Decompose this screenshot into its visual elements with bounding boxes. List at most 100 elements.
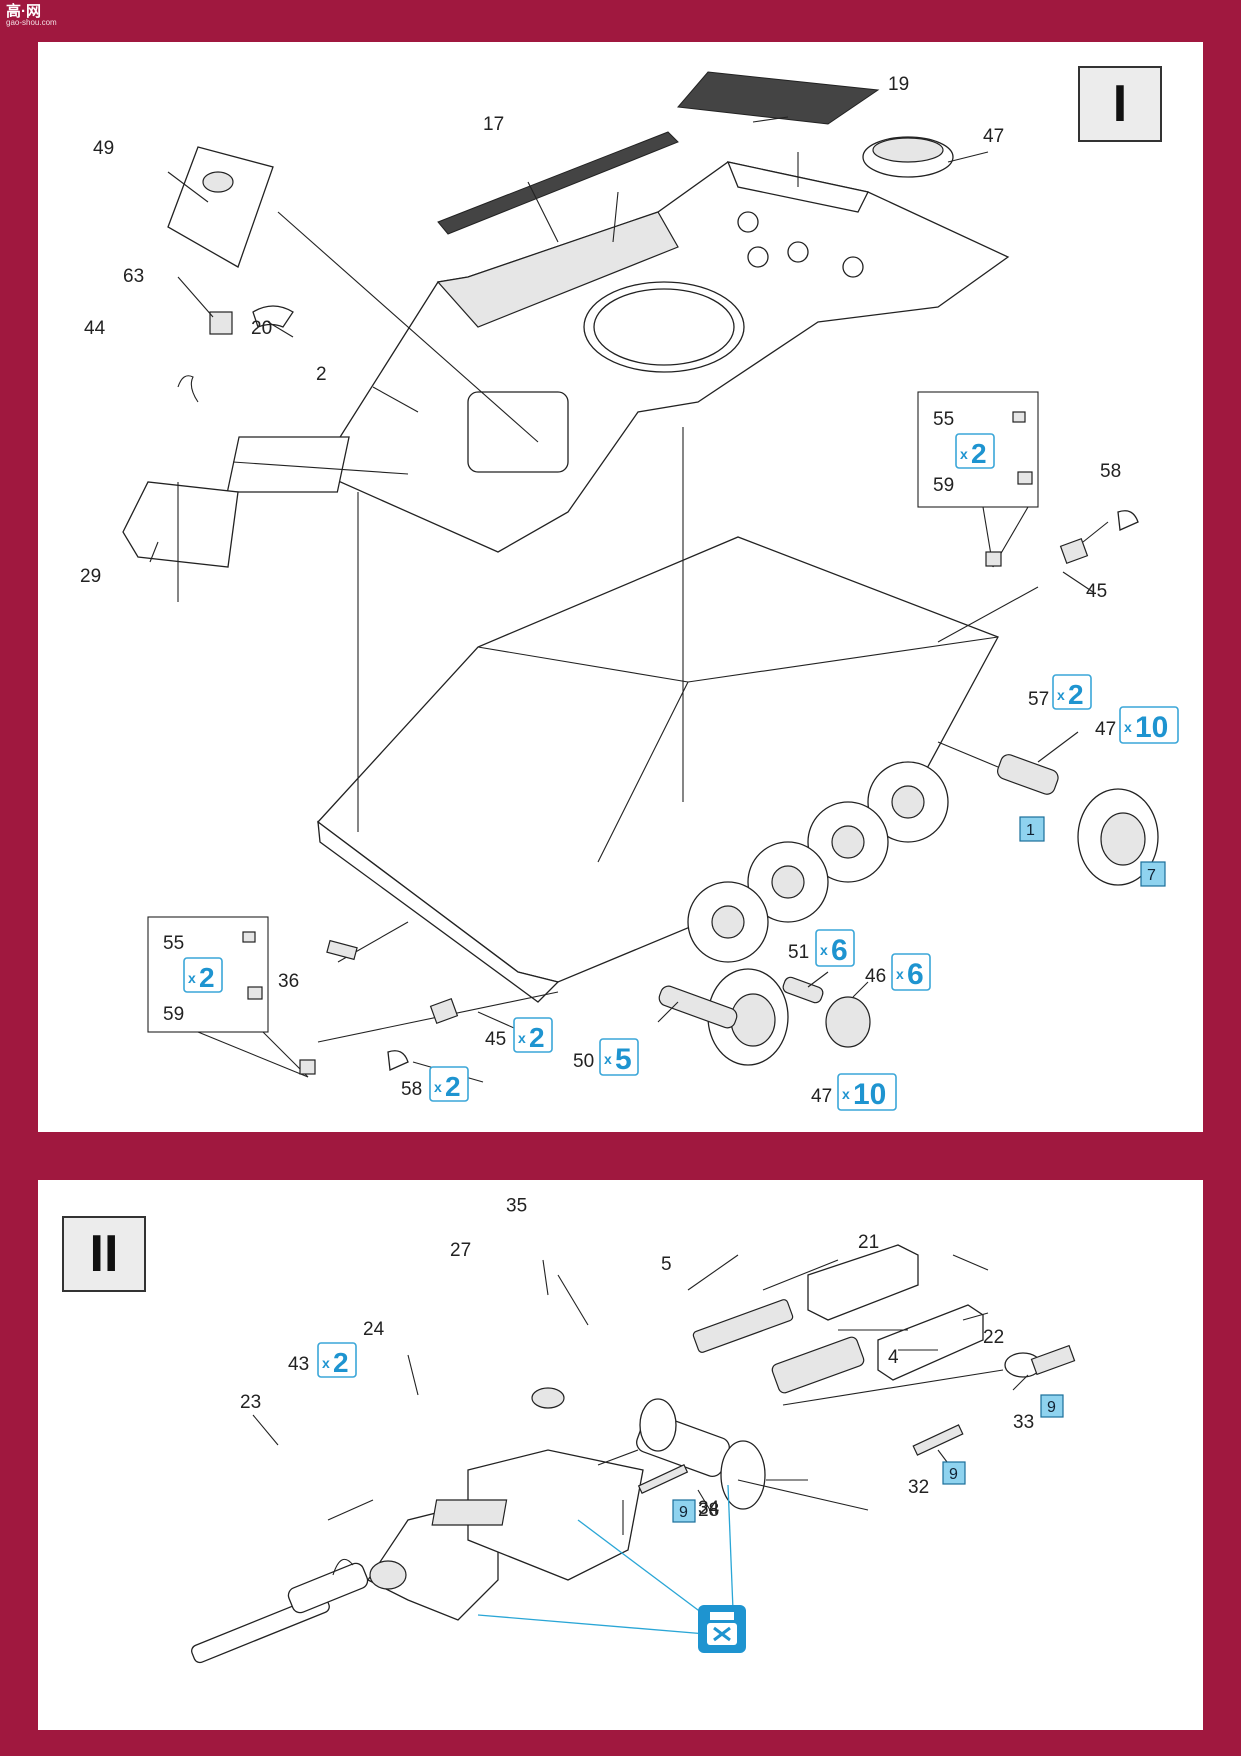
callout-frame-55-59-bottom [147, 916, 269, 1033]
label-57: 57 [1028, 689, 1049, 710]
svg-text:5: 5 [615, 1043, 632, 1076]
label-19: 19 [888, 74, 909, 95]
label-45-bottom: 45 [485, 1029, 506, 1050]
qty-57: x 2 [1052, 674, 1092, 710]
part-45-top [1059, 538, 1089, 564]
svg-text:2: 2 [971, 438, 987, 469]
label-46: 46 [865, 966, 886, 987]
svg-text:9: 9 [949, 1466, 958, 1483]
qty-51: x 6 [815, 929, 855, 967]
ref-34: 9 [672, 1499, 696, 1523]
bogie-57 [997, 754, 1059, 795]
part-58-bottom [387, 1050, 409, 1071]
label-23: 23 [240, 1392, 261, 1413]
ref-1: 1 [1019, 816, 1045, 842]
breech-28 [636, 1398, 766, 1510]
ref-33: 9 [1040, 1394, 1064, 1418]
part-21 [807, 1244, 919, 1321]
svg-text:x: x [604, 1051, 612, 1067]
label-58-bottom: 58 [401, 1079, 422, 1100]
callout-frame-55-59-top [917, 391, 1039, 508]
part-58-top [1117, 510, 1139, 531]
pin-43 [332, 1558, 354, 1576]
qty-47-bottom: x 10 [837, 1073, 897, 1111]
label-33: 33 [1013, 1412, 1034, 1433]
label-63: 63 [123, 266, 144, 287]
part-22 [877, 1304, 984, 1381]
part-45-bottom [429, 998, 459, 1024]
step-2-number: II [62, 1216, 146, 1292]
leader-lines [149, 116, 1109, 1083]
svg-text:2: 2 [333, 1347, 349, 1378]
remove-pointer-1 [577, 1519, 719, 1626]
svg-text:x: x [434, 1079, 442, 1095]
svg-text:x: x [820, 942, 828, 958]
step-1-drawing: 17 19 47 49 63 20 44 2 29 55 59 58 45 57… [80, 71, 1179, 1111]
svg-text:9: 9 [1047, 1399, 1056, 1416]
label-29: 29 [80, 566, 101, 587]
svg-text:1: 1 [1026, 822, 1035, 839]
part-20 [252, 305, 294, 328]
qty-55-bottom: x 2 [183, 957, 223, 993]
svg-text:x: x [188, 970, 196, 986]
label-58-top: 58 [1100, 461, 1121, 482]
svg-text:9: 9 [679, 1504, 688, 1521]
label-32: 32 [908, 1477, 929, 1498]
hatch-frame [467, 391, 569, 473]
part-36 [326, 939, 358, 961]
svg-text:6: 6 [907, 958, 924, 991]
label-51: 51 [788, 942, 809, 963]
label-47-bottom: 47 [811, 1086, 832, 1107]
label-44: 44 [84, 318, 106, 339]
qty-50: x 5 [599, 1038, 639, 1076]
arm-50 [658, 985, 738, 1029]
label-55-top: 55 [933, 409, 954, 430]
grille-17 [437, 131, 679, 235]
svg-text:2: 2 [529, 1022, 545, 1053]
svg-text:x: x [322, 1355, 330, 1371]
label-28: 28 [698, 1500, 719, 1521]
step-1-number: I [1078, 66, 1162, 142]
hatch-29 [122, 481, 239, 568]
label-27: 27 [450, 1240, 471, 1261]
remove-icon [698, 1605, 746, 1653]
label-17: 17 [483, 114, 504, 135]
svg-text:x: x [960, 446, 968, 462]
wheel-47-bottom [707, 968, 789, 1066]
qty-58-bottom: x 2 [429, 1066, 469, 1102]
step-2-drawing: 23 24 43 27 35 28 34 5 21 4 22 33 32 x 2… [191, 1196, 1076, 1664]
label-45-top: 45 [1086, 581, 1107, 602]
part-33 [1004, 1344, 1076, 1378]
wheel-47-right [1077, 788, 1159, 886]
mantlet-24 [367, 1509, 499, 1621]
barrel-23 [191, 1562, 369, 1664]
svg-text:x: x [1057, 687, 1065, 703]
label-22: 22 [983, 1327, 1004, 1348]
qty-45-bottom: x 2 [513, 1017, 553, 1053]
part-32 [912, 1424, 964, 1456]
label-2: 2 [316, 364, 327, 385]
label-24: 24 [363, 1319, 385, 1340]
grille-19 [677, 71, 880, 125]
svg-text:x: x [842, 1086, 850, 1102]
part-4 [771, 1336, 865, 1394]
ref-32: 9 [942, 1461, 966, 1485]
leader-lines-2 [252, 1254, 1029, 1535]
part-63 [209, 311, 233, 335]
svg-text:x: x [896, 966, 904, 982]
housing-27 [467, 1449, 644, 1581]
cap-35 [531, 1387, 565, 1409]
label-5: 5 [661, 1254, 672, 1275]
watermark: 高·网 gao-shou.com [6, 4, 57, 27]
step-2-panel: II [38, 1180, 1203, 1730]
label-59-top: 59 [933, 475, 954, 496]
svg-text:x: x [518, 1030, 526, 1046]
axle-51 [782, 976, 824, 1004]
svg-text:7: 7 [1147, 867, 1156, 884]
svg-text:6: 6 [831, 934, 848, 967]
part-5 [692, 1299, 794, 1353]
roller-46 [825, 996, 871, 1048]
svg-text:x: x [1124, 719, 1132, 735]
hatch-49 [167, 146, 274, 268]
ref-7: 7 [1140, 861, 1166, 887]
